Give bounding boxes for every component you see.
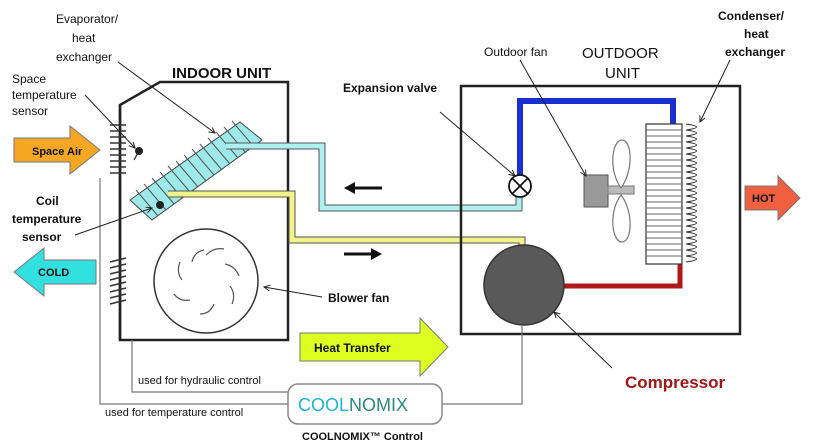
outdoor-fan-label: Outdoor fan bbox=[484, 45, 547, 59]
svg-text:COLD: COLD bbox=[38, 267, 69, 279]
cold-pipe bbox=[226, 143, 522, 211]
flow-arrow-left bbox=[344, 182, 382, 194]
space-air-grille bbox=[110, 124, 126, 174]
svg-text:Space Air: Space Air bbox=[32, 146, 83, 158]
condenser-label: Condenser/ heat exchanger bbox=[718, 9, 787, 59]
hydraulic-control-label: used for hydraulic control bbox=[138, 375, 261, 387]
outdoor-fan-icon bbox=[583, 139, 635, 243]
coil-temp-sensor-label: Coil temperature sensor bbox=[12, 194, 85, 244]
flow-arrow-right bbox=[344, 248, 382, 260]
temperature-control-label: used for temperature control bbox=[105, 407, 243, 419]
expansion-valve-label: Expansion valve bbox=[343, 81, 437, 95]
heat-transfer-arrow: Heat Transfer bbox=[299, 316, 449, 378]
expansion-valve-icon bbox=[508, 174, 532, 198]
blower-fan-icon bbox=[153, 228, 259, 334]
coolnomix-control-label: COOLNOMIX™ Control bbox=[302, 431, 423, 443]
coolnomix-logo: COOLNOMIX bbox=[287, 383, 443, 425]
red-pipe bbox=[562, 264, 683, 289]
evaporator-label: Evaporator/ heat exchanger bbox=[56, 12, 121, 64]
condenser-coil bbox=[645, 123, 697, 265]
blue-pipe bbox=[517, 98, 676, 175]
hot-pipe bbox=[168, 191, 525, 250]
svg-text:COOLNOMIX: COOLNOMIX bbox=[298, 395, 408, 415]
outdoor-unit bbox=[459, 84, 742, 336]
cold-arrow: COLD bbox=[13, 246, 97, 298]
compressor-label: Compressor bbox=[625, 373, 726, 392]
svg-text:Heat Transfer: Heat Transfer bbox=[314, 341, 391, 355]
space-temp-sensor-label: Space temperature sensor bbox=[12, 72, 80, 118]
control-wires bbox=[99, 178, 523, 405]
indoor-unit-title: INDOOR UNIT bbox=[172, 65, 271, 82]
space-air-arrow: Space Air bbox=[13, 124, 101, 176]
coil-temp-sensor-icon bbox=[156, 201, 164, 209]
outdoor-unit-title: OUTDOOR UNIT bbox=[582, 45, 663, 82]
blower-fan-label: Blower fan bbox=[328, 291, 389, 305]
cold-air-grille bbox=[109, 257, 127, 305]
hot-arrow: HOT bbox=[744, 174, 801, 222]
svg-text:HOT: HOT bbox=[752, 193, 776, 205]
compressor-icon bbox=[483, 244, 565, 326]
